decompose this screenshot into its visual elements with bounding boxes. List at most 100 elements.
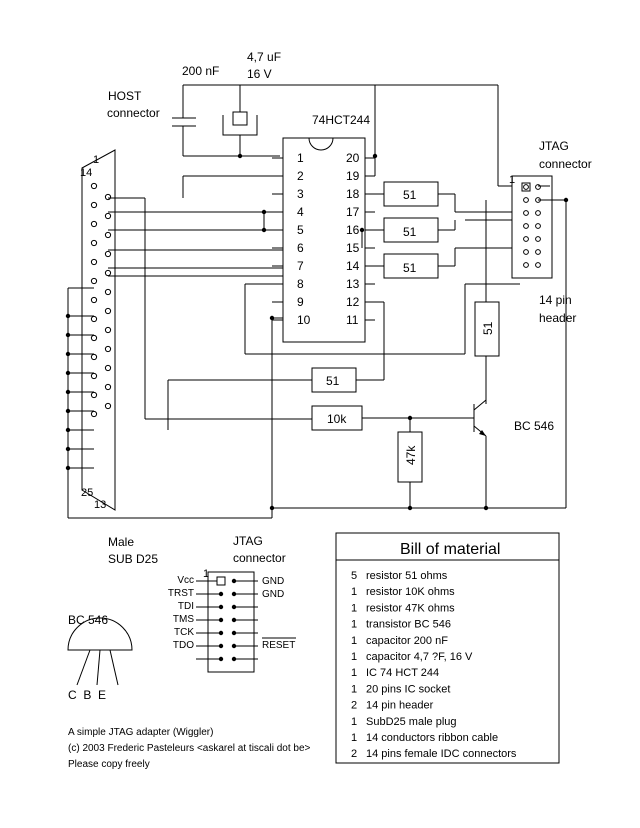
jtag-signal-label: TCK (174, 627, 194, 638)
jtag-header-pin (535, 236, 541, 242)
resistor-51-b (365, 217, 456, 243)
resistor-10k (311, 405, 474, 431)
jtag-header-pin (535, 249, 541, 255)
bom-desc: 14 pin header (366, 700, 434, 712)
jtag-signal-label: Vcc (177, 575, 194, 586)
bom-qty: 1 (351, 619, 357, 631)
bom-qty: 1 (351, 667, 357, 679)
resistor-51-e (474, 200, 500, 404)
bom-desc: 14 pins female IDC connectors (366, 748, 517, 760)
jtag-connector-label-2: connector (539, 157, 592, 171)
bom-qty: 2 (351, 700, 357, 712)
ic-pin-number: 19 (346, 169, 360, 183)
jtag-header-pin (535, 210, 541, 216)
db25-pin (90, 277, 98, 285)
jtag-pinout-pin1-marker (216, 576, 226, 586)
jtag-signal-label: GND (262, 589, 284, 600)
jtag-connector-pinout-label: JTAG (233, 534, 263, 548)
ic-pin-number: 7 (297, 259, 304, 273)
host-connector-label-2: connector (107, 106, 160, 120)
capacitor-200nf (172, 85, 196, 156)
ic-pin-number: 2 (297, 169, 304, 183)
capacitor-47uf (222, 85, 258, 156)
db25-pin (90, 220, 98, 228)
credit-title: A simple JTAG adapter (Wiggler) (68, 727, 213, 738)
jtag-pinout (207, 571, 255, 673)
bom-qty: 1 (351, 602, 357, 614)
db25-pin (90, 201, 98, 209)
jtag-header-pin (523, 262, 529, 268)
bom-desc: 20 pins IC socket (366, 683, 450, 695)
db25-pin (90, 353, 98, 361)
bom-desc: 14 conductors ribbon cable (366, 732, 498, 744)
ic-pin-number: 13 (346, 277, 360, 291)
bc546-pin-labels: C B E (68, 688, 106, 702)
jtag-signal-label: TMS (173, 614, 194, 625)
cap-47uf-label: 4,7 uF (247, 50, 281, 64)
bom-title: Bill of material (400, 541, 500, 558)
db25-pin (90, 410, 98, 418)
db25-pin (104, 307, 112, 315)
db25-pin (104, 288, 112, 296)
resistor-47k (397, 418, 423, 508)
bom-desc: IC 74 HCT 244 (366, 667, 439, 679)
ic-pin-number: 15 (346, 241, 360, 255)
ic-pin-number: 5 (297, 223, 304, 237)
header-label: 14 pin (539, 293, 572, 307)
resistor-51-a (365, 181, 520, 213)
bom-qty: 1 (351, 635, 357, 647)
db25-pins (65, 182, 112, 471)
bom-desc: transistor BC 546 (366, 619, 451, 631)
db25-pin (104, 402, 112, 410)
jtag-header-pin (523, 184, 529, 190)
male-label: Male (108, 535, 134, 549)
bom-desc: resistor 10K ohms (366, 586, 455, 598)
resistor-51-c-label: 51 (403, 261, 417, 275)
jtag-connector-label: JTAG (539, 139, 569, 153)
jtag-header-pin (523, 197, 529, 203)
jtag-header-pin (535, 262, 541, 268)
db25-pin (104, 231, 112, 239)
jtag-header-pin (535, 223, 541, 229)
resistor-51-d-label: 51 (326, 374, 340, 388)
jtag-header (511, 175, 553, 279)
bom-qty: 1 (351, 683, 357, 695)
jtag-header-pin (523, 236, 529, 242)
resistor-47k-label: 47k (404, 445, 418, 465)
ic-pin-number: 9 (297, 295, 304, 309)
bom-qty: 2 (351, 748, 357, 760)
ic-pin-number: 1 (297, 151, 304, 165)
db25-pin (104, 345, 112, 353)
ic-pin-number: 17 (346, 205, 360, 219)
db25-pin (104, 193, 112, 201)
db25-pin (90, 182, 98, 190)
resistor-51-b-label: 51 (403, 225, 417, 239)
db25-pin (90, 391, 98, 399)
db25-pin (104, 383, 112, 391)
transistor-bc546 (473, 399, 487, 508)
jtag-header-pin (523, 223, 529, 229)
ic-pin-number: 11 (346, 313, 359, 327)
db25-pin (90, 239, 98, 247)
bom-desc: resistor 47K ohms (366, 602, 455, 614)
db25-pin13-label: 13 (94, 499, 106, 511)
bill-of-material (335, 532, 560, 764)
jtag-signal-label: TDO (173, 640, 194, 651)
db25-pin (90, 334, 98, 342)
db25-pin14-label: 14 (80, 167, 92, 179)
ic-74hct244 (282, 137, 366, 343)
ic-pin-number: 3 (297, 187, 304, 201)
jtag-connector-pinout-label-2: connector (233, 551, 286, 565)
ic-name-label: 74HCT244 (312, 113, 370, 127)
bom-qty: 1 (351, 732, 357, 744)
bom-qty: 5 (351, 570, 357, 582)
db25-pin (90, 315, 98, 323)
jtag-header-pin1-marker (521, 182, 531, 192)
credit-license: Please copy freely (68, 759, 150, 770)
ic-pin-number: 14 (346, 259, 360, 273)
jtag-pinout-pins (196, 576, 258, 662)
